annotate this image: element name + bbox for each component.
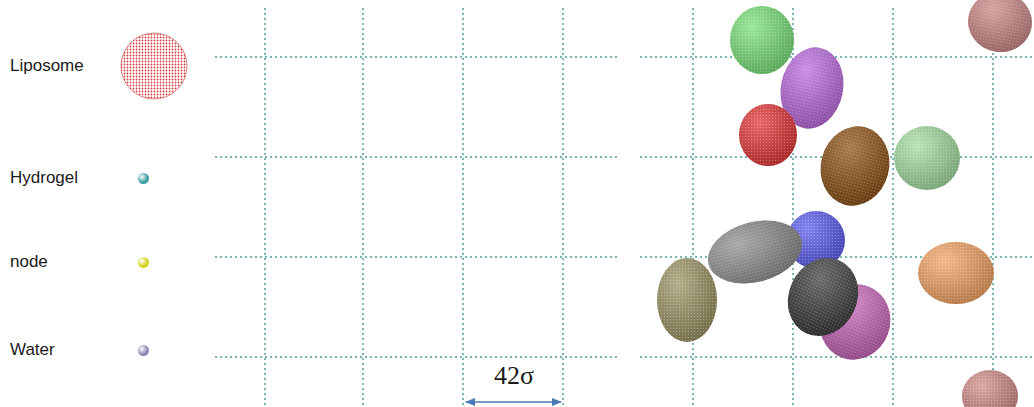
grid-lines xyxy=(640,8,1034,405)
dimension-arrow xyxy=(466,401,561,403)
legend-swatch xyxy=(138,173,149,184)
legend-label: node xyxy=(10,252,48,272)
legend-label: Water xyxy=(10,340,55,360)
legend-label: Hydrogel xyxy=(10,168,78,188)
dimension-label: 42σ xyxy=(492,361,536,391)
liposome-blobs xyxy=(657,0,1034,407)
liposome-symbol xyxy=(121,33,187,99)
grid-lines xyxy=(215,8,620,405)
legend-label: Liposome xyxy=(10,56,84,76)
legend-swatch xyxy=(138,257,149,268)
legend-swatch xyxy=(138,345,149,356)
